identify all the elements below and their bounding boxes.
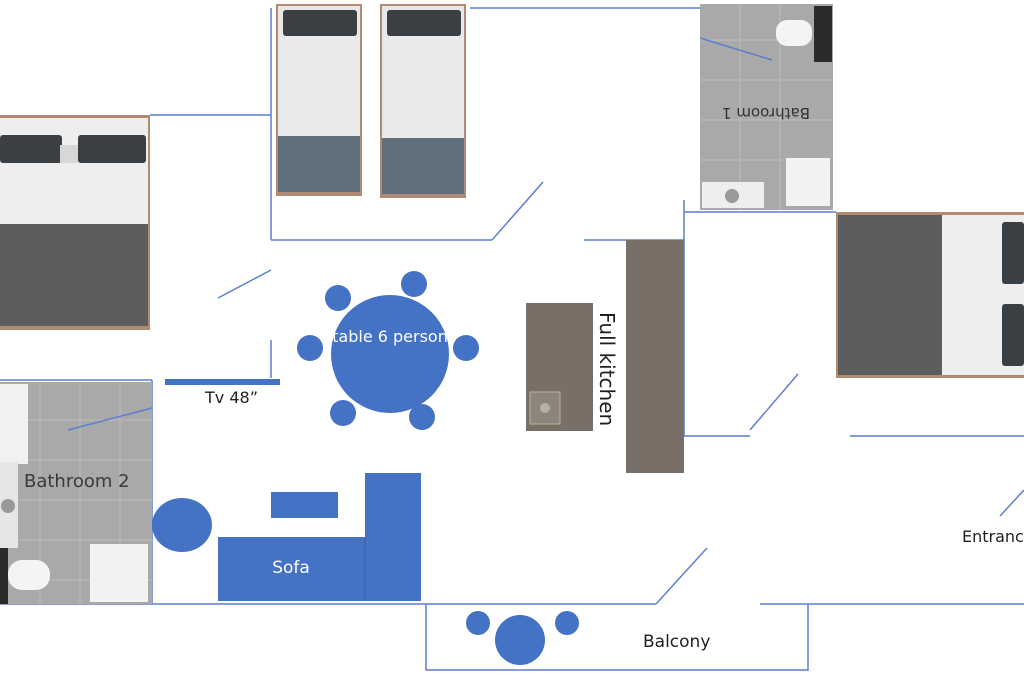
- bathroom-1-label: Bathroom 1: [722, 104, 810, 122]
- sofa-label: Sofa: [272, 558, 310, 578]
- sink-icon: [702, 182, 764, 208]
- living-furniture: [152, 473, 421, 601]
- stove-icon: [529, 391, 561, 425]
- bathroom-1: [699, 4, 833, 210]
- tv: [165, 379, 280, 385]
- bed-icon: [276, 4, 362, 196]
- bed-icon: [0, 115, 150, 330]
- shower-icon: [786, 158, 830, 206]
- bathroom-2-label: Bathroom 2: [24, 471, 130, 492]
- kitchen-label: Full kitchen: [595, 312, 619, 427]
- entrance-label: Entrance: [962, 527, 1024, 546]
- toilet-icon: [776, 20, 812, 46]
- bed-icon: [380, 4, 466, 198]
- dining-table: [297, 271, 479, 430]
- toilet-icon: [8, 560, 50, 590]
- balcony-furniture: [466, 611, 579, 665]
- bathroom-2: [0, 382, 153, 604]
- kitchen: [526, 240, 684, 473]
- balcony-label: Balcony: [643, 632, 711, 652]
- bed-icon: [836, 212, 1024, 378]
- table-label: table 6 person: [332, 327, 448, 346]
- tv-label: Tv 48”: [205, 388, 258, 407]
- shower-icon: [90, 544, 148, 602]
